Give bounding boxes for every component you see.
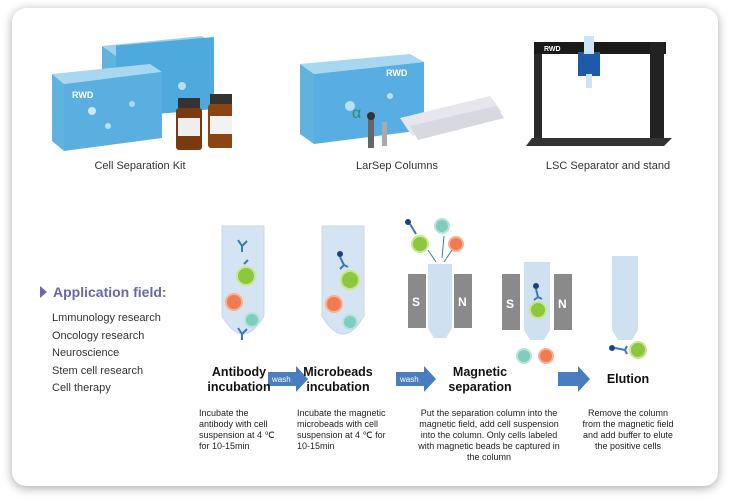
product-caption: Cell Separation Kit [94,160,186,172]
lsc-separator-stand-image: RWD [526,36,672,146]
antibody-tube-diagram [221,225,265,340]
wash-arrow-icon: wash [268,366,308,392]
step-description: Incubate the antibody with cell suspensi… [199,408,275,451]
magnetic-separation-diagram: S N [405,218,472,338]
svg-text:wash: wash [271,375,291,384]
step-title: Microbeads incubation [303,365,373,394]
step-description: Incubate the magnetic microbeads with ce… [297,408,386,451]
triangle-bullet-icon [40,286,47,298]
step-description: Put the separation column into the magne… [418,408,560,462]
svg-text:S: S [412,295,420,309]
step-description: Remove the column from the magnetic fiel… [582,408,674,451]
list-item: Cell therapy [52,382,111,394]
elution-diagram [609,256,647,359]
svg-text:wash: wash [399,375,419,384]
svg-text:N: N [458,295,467,309]
product-caption: LarSep Columns [356,160,438,172]
list-item: Lmmunology research [52,312,161,324]
svg-text:RWD: RWD [386,68,408,78]
microbeads-tube-diagram [321,225,365,335]
svg-text:RWD: RWD [544,46,561,53]
list-item: Neuroscience [52,347,120,359]
application-field-title: Application field: [40,284,167,300]
svg-text:α: α [352,105,361,122]
list-item: Oncology research [52,329,145,342]
larsep-columns-image: RWD α [300,54,504,148]
column-capture-diagram: S N [502,262,572,364]
arrow-right-icon [558,366,590,392]
cell-separation-kit-image: RWD [52,36,232,151]
step-title: Antibody incubation [207,365,271,394]
figure-card: RWD Cell Separation Kit RWD α LarSep Col… [12,8,718,486]
brand-logo: RWD [72,90,94,100]
application-title-text: Application field: [53,284,167,300]
product-caption: LSC Separator and stand [545,160,671,172]
step-title: Magnetic separation [448,365,512,394]
application-list: Lmmunology research Oncology research Ne… [52,310,161,398]
svg-text:S: S [506,297,514,311]
list-item: Stem cell research [52,364,144,377]
step-title: Elution [606,372,650,386]
svg-text:N: N [558,297,567,311]
wash-arrow-icon: wash [396,366,436,392]
